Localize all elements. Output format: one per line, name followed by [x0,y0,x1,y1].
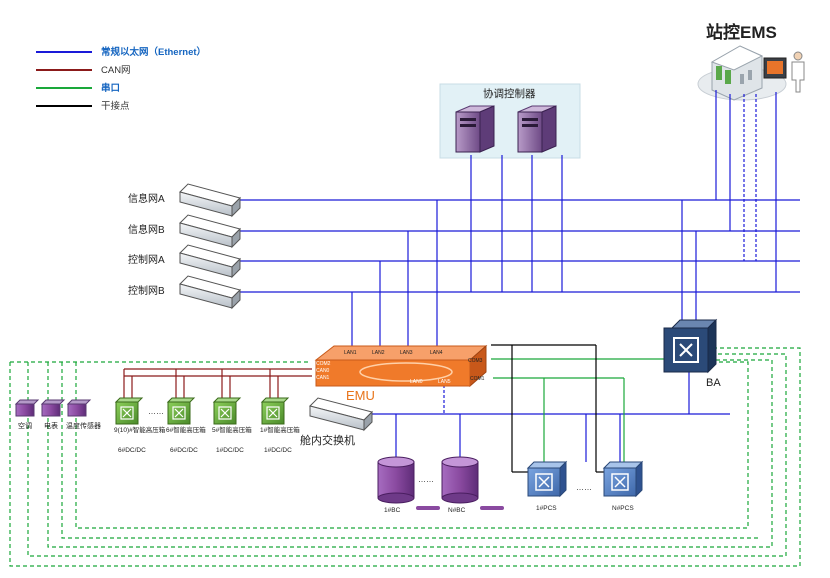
sensor-list: 空调 电表 温度传感器 [14,399,101,430]
coordinator-controller: 协调控制器 [439,83,581,159]
server-icon [517,105,557,153]
sensor-air-conditioner: 空调 [14,399,40,430]
emu-device: COM2 CAN0 CAN1 LAN1 LAN2 LAN3 LAN4 LAN0 … [314,344,488,403]
sensor-meter: 电表 [40,399,66,430]
ems-title: 站控EMS [706,22,777,42]
serial-lines [491,358,690,462]
emu-port-com3: COM3 [468,358,483,364]
dcdc-module: 9(10)#智能高压箱 6#DC/DC [114,397,166,454]
network-label-control-b: 控制网B [128,284,165,297]
dcdc-module: 5#智能高压箱 1#DC/DC [212,397,252,454]
dcdc-module-bottom-label: 6#DC/DC [170,447,198,454]
emu-port-lan2: LAN2 [372,350,385,356]
sensor-label-air-conditioner: 空调 [18,421,32,430]
ba-device: BA [663,318,721,389]
dcdc-module-top-label: 1#智能高压箱 [260,425,300,434]
network-label-info-a: 信息网A [128,192,165,205]
network-switch-info-b: 信息网B [128,214,241,249]
pcs-unit: 1#PCS [526,460,568,512]
emu-port-lan1: LAN1 [344,350,357,356]
network-label-control-a: 控制网A [128,253,165,266]
network-switch-control-a: 控制网A [128,244,241,279]
module-router-icon [172,406,186,420]
dcdc-module-bottom-label: 1#DC/DC [216,447,244,454]
dry-contact-lines [491,344,604,473]
legend: 常规以太网（Ethernet） CAN网 串口 干接点 [36,46,206,112]
pcs-unit-label: N#PCS [612,505,634,512]
bc-unit-label: N#BC [448,507,466,514]
dcdc-module-bottom-label: 6#DC/DC [118,447,146,454]
module-router-icon [218,406,232,420]
can-lines [123,368,312,398]
legend-label-serial: 串口 [101,82,120,94]
dcdc-module-list: 9(10)#智能高压箱 6#DC/DC …… 6#智能高压箱 6#DC/DC 5… [114,397,300,454]
pcs-router-icon [535,473,553,491]
bc-unit-list: 1#BC …… N#BC [377,456,504,514]
dcdc-module: 1#智能高压箱 1#DC/DC [260,397,300,454]
dcdc-module-bottom-label: 1#DC/DC [264,447,292,454]
network-label-info-b: 信息网B [128,223,165,236]
network-switch-control-b: 控制网B [128,275,241,310]
sensor-temperature: 温度传感器 [66,399,101,430]
pcs-ellipsis: …… [576,483,592,492]
sensor-label-temperature: 温度传感器 [66,421,101,430]
emu-port-com1: COM1 [470,376,485,382]
network-switch-list: 信息网A 信息网B 控制网A 控制网B [128,183,241,310]
ba-label: BA [706,377,721,389]
cabin-switch-label: 舱内交换机 [300,433,355,447]
ethernet-bus-lines [240,90,800,462]
ba-router-icon [673,337,699,363]
bc-unit-label: 1#BC [384,507,401,514]
module-router-icon [120,406,134,420]
emu-logo-ring [359,362,453,382]
bc-ellipsis: …… [418,475,434,484]
network-switch-info-a: 信息网A [128,183,241,218]
dcdc-module-top-label: 9(10)#智能高压箱 [114,425,166,434]
dcdc-module-top-label: 5#智能高压箱 [212,425,252,434]
operator-icon [793,51,803,61]
bc-unit: N#BC [441,456,504,514]
legend-label-ethernet: 常规以太网（Ethernet） [101,46,206,58]
dcdc-module-top-label: 6#智能高压箱 [166,425,206,434]
legend-label-dry-contact: 干接点 [101,100,130,112]
station-ems: 站控EMS [697,22,805,101]
pcs-unit: N#PCS [602,460,644,512]
sensor-label-meter: 电表 [44,421,58,430]
pcs-unit-label: 1#PCS [536,505,557,512]
pcs-router-icon [611,473,629,491]
coordinator-title: 协调控制器 [483,87,536,100]
cabin-switch: 舱内交换机 [300,397,373,447]
sensor-label-temperature-text: 温度传感器 [66,421,101,430]
pcs-unit-list: 1#PCS …… N#PCS [526,460,644,512]
server-icon [455,105,495,153]
bc-cable-icon [480,506,504,510]
emu-port-can0: CAN0 [316,368,330,374]
emu-label: EMU [346,388,375,403]
module-router-icon [266,406,280,420]
legend-label-can: CAN网 [101,65,131,76]
bc-unit: 1#BC [377,456,440,514]
dcdc-ellipsis: …… [148,407,164,416]
emu-port-lan5: LAN5 [438,379,451,385]
emu-port-com2: COM2 [316,361,331,367]
emu-port-lan4: LAN4 [430,350,443,356]
bc-cable-icon [416,506,440,510]
serial-dashed-loops [9,347,801,567]
dcdc-module: 6#智能高压箱 6#DC/DC [166,397,206,454]
emu-port-lan0: LAN0 [410,379,423,385]
emu-port-lan3: LAN3 [400,350,413,356]
emu-port-can1: CAN1 [316,375,330,381]
